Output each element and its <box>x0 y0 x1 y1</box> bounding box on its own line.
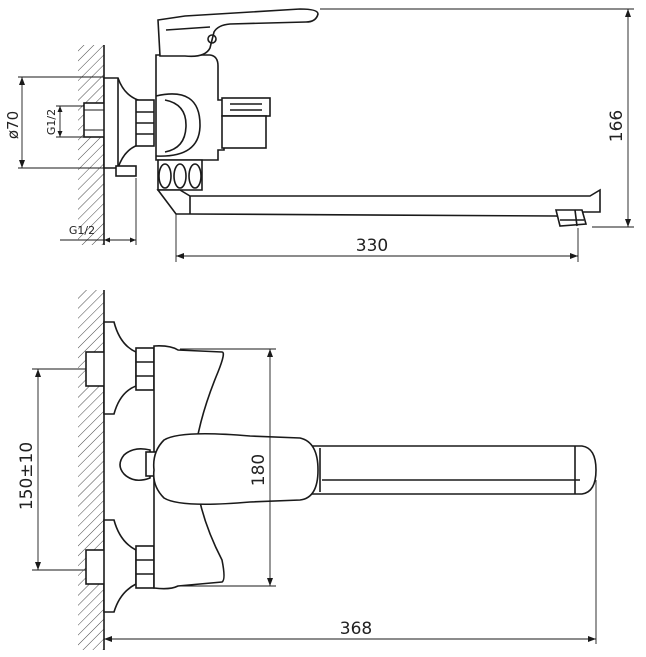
side-view: ø70 G1/2 G1/2 330 166 <box>4 8 634 262</box>
plan-view: 150±10 180 368 <box>17 290 597 650</box>
dim-368: 368 <box>340 619 372 639</box>
wall-hatch-top <box>78 45 104 245</box>
dim-330: 330 <box>356 236 388 256</box>
dim-180: 180 <box>249 454 269 486</box>
dim-g12-vertical: G1/2 <box>45 109 58 135</box>
dim-150-10: 150±10 <box>17 442 37 510</box>
dim-diameter-70: ø70 <box>4 111 22 139</box>
dim-g12-horizontal: G1/2 <box>69 224 95 237</box>
wall-hatch-bottom <box>78 290 104 650</box>
dim-166: 166 <box>607 110 627 142</box>
